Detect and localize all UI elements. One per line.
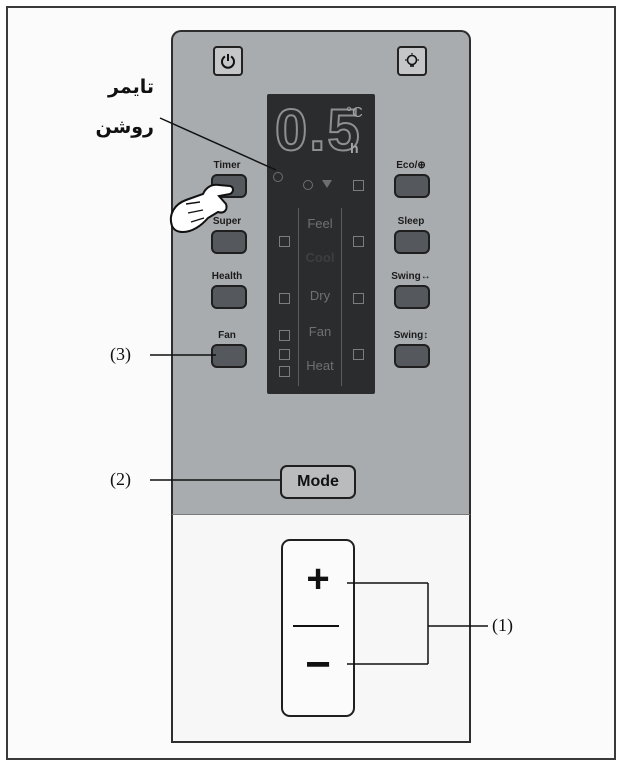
power-icon	[221, 54, 235, 69]
eco-label: Eco/⊕	[396, 160, 426, 171]
indicator-square	[279, 293, 290, 304]
annotation-line-2: روشن	[95, 116, 154, 138]
indicator-square	[353, 236, 364, 247]
display-mode-fan: Fan	[308, 324, 332, 339]
mode-button[interactable]: Mode	[280, 465, 356, 499]
eco-button[interactable]	[394, 174, 430, 198]
display-unit-hours: h	[350, 140, 359, 156]
adjust-divider	[293, 625, 339, 627]
callout-2-label: (2)	[110, 469, 131, 489]
timer-label: Timer	[213, 160, 241, 171]
light-bulb-icon	[405, 53, 419, 67]
indicator-square	[353, 349, 364, 360]
indicator-square	[279, 236, 290, 247]
lcd-display	[267, 94, 375, 394]
callout-3-label: (3)	[110, 344, 131, 364]
super-button[interactable]	[211, 230, 247, 254]
sleep-label: Sleep	[397, 216, 425, 227]
indicator-square	[279, 330, 290, 341]
minus-button[interactable]: −	[305, 640, 331, 689]
power-button[interactable]	[213, 46, 243, 76]
health-label: Health	[211, 271, 243, 282]
callout-1-label: (1)	[492, 615, 513, 635]
fan-button[interactable]	[211, 344, 247, 368]
display-unit-celsius: °C	[346, 104, 363, 121]
display-mode-cool: Cool	[305, 250, 335, 265]
sleep-button[interactable]	[394, 230, 430, 254]
fan-label: Fan	[218, 330, 236, 341]
swing-horizontal-button[interactable]	[394, 285, 430, 309]
fan-indicator-icon	[303, 180, 313, 190]
swing-vertical-button[interactable]	[394, 344, 430, 368]
pointing-hand-icon	[169, 183, 234, 234]
display-mode-dry: Dry	[309, 288, 331, 303]
signal-indicator-icon	[322, 180, 332, 188]
indicator-square	[279, 366, 290, 377]
swing-vertical-label: Swing↕	[393, 330, 429, 341]
timer-indicator-icon	[273, 172, 283, 182]
indicator-square	[353, 293, 364, 304]
mode-list-frame	[298, 208, 342, 386]
swing-horizontal-label: Swing↔	[391, 271, 431, 282]
indicator-square	[279, 349, 290, 360]
display-mode-heat: Heat	[306, 358, 334, 373]
indicator-square	[353, 180, 364, 191]
super-label: Super	[212, 216, 242, 227]
display-digits: 0.5	[274, 98, 362, 163]
annotation-line-1: تایمر	[108, 76, 154, 98]
temperature-adjust-box	[281, 539, 355, 717]
plus-button[interactable]: +	[306, 557, 330, 601]
light-button[interactable]	[397, 46, 427, 76]
display-mode-feel: Feel	[307, 216, 333, 231]
timer-leader-line	[159, 117, 277, 171]
health-button[interactable]	[211, 285, 247, 309]
